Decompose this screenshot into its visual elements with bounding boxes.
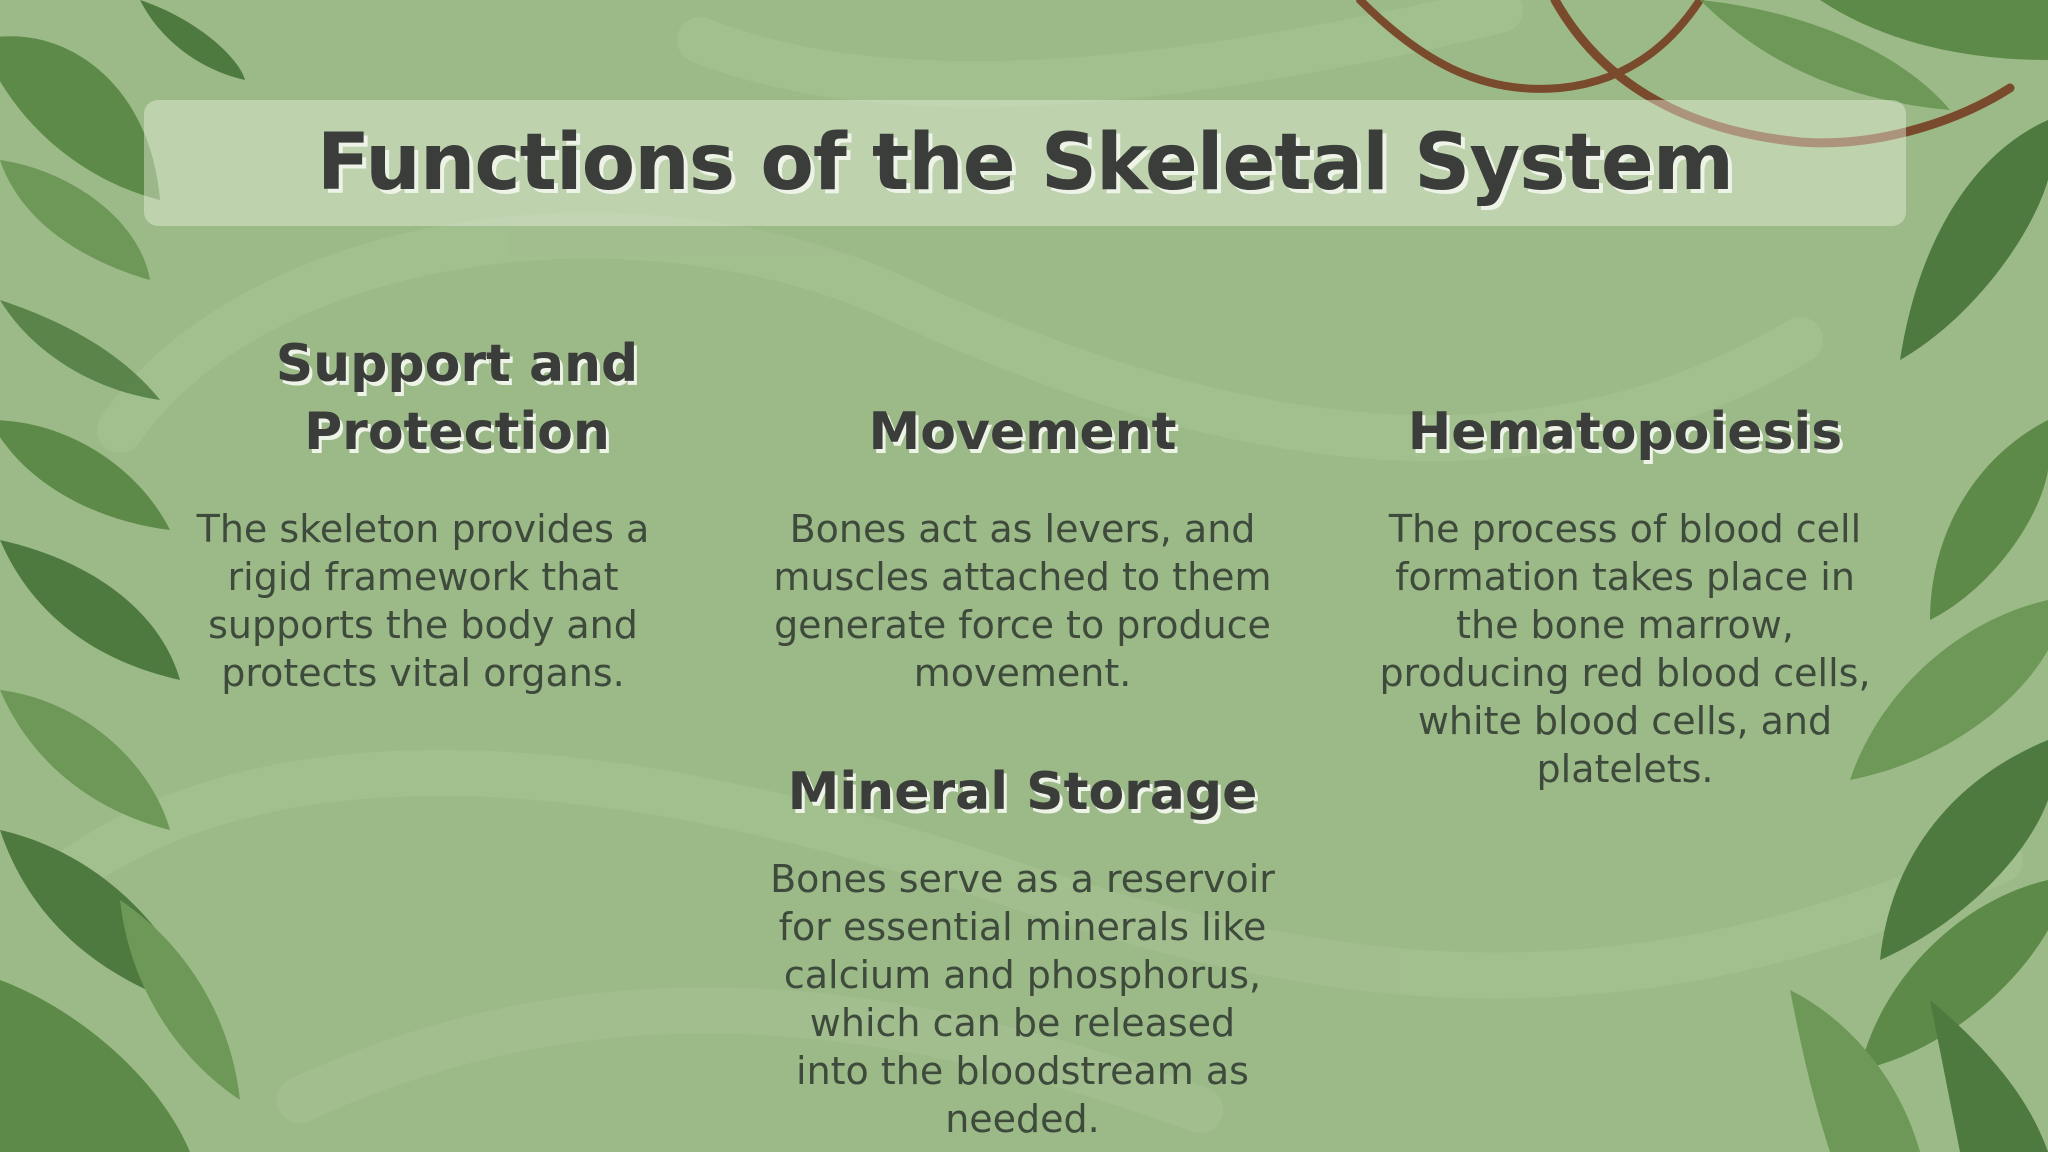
heading-mineral-storage: Mineral Storage [787,762,1258,822]
background-swirls [37,0,2023,1133]
leaves-left [0,0,245,1152]
heading-hematopoiesis: Hematopoiesis [1407,402,1843,462]
title-banner [144,100,1906,226]
vine-decoration [1356,0,2015,148]
text-hematopoiesis: The process of blood cell formation take… [1379,507,1871,791]
leaves-right [1700,0,2048,1152]
text-movement: Bones act as levers, and muscles attache… [773,507,1272,695]
text-mineral-storage: Bones serve as a reservoir for essential… [770,857,1275,1141]
heading-support-protection: Support and Protection [275,334,639,462]
text-support-protection: The skeleton provides a rigid framework … [196,507,650,695]
heading-movement: Movement [868,402,1177,462]
slide-title: Functions of the Skeletal System [316,118,1734,208]
